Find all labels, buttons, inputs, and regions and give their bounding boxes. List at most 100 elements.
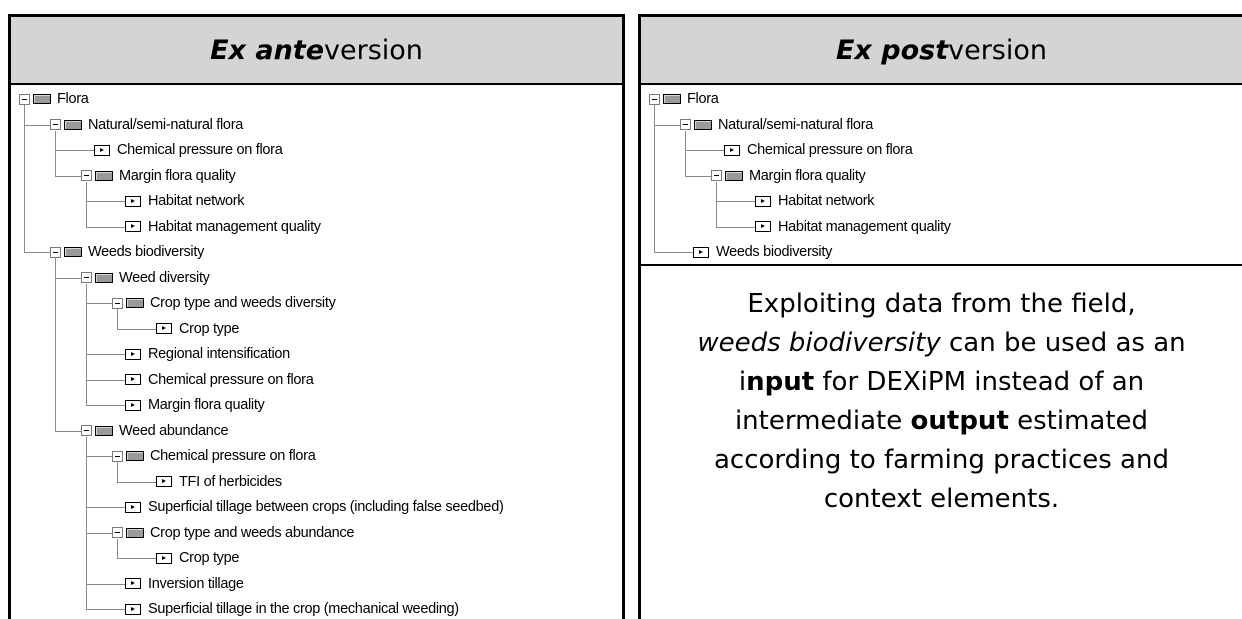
basic-attribute-icon: [125, 603, 141, 615]
tree-node-weeds-biodiversity[interactable]: Weeds biodiversity: [680, 244, 832, 260]
tree-node-habitat-management-quality[interactable]: Habitat management quality: [112, 219, 321, 235]
tree-node-margin-flora-quality[interactable]: Margin flora quality: [711, 168, 866, 184]
tree-node-label: Crop type: [179, 550, 240, 566]
basic-attribute-icon: [724, 144, 740, 156]
note-text: Exploiting data from the field,: [747, 289, 1136, 319]
tree-node-superficial-tillage-between-crops-including-false-seedbed[interactable]: Superficial tillage between crops (inclu…: [112, 499, 504, 515]
tree-node-superficial-tillage-in-the-crop-mechanical-weeding[interactable]: Superficial tillage in the crop (mechani…: [112, 601, 459, 617]
tree-connector: [24, 124, 50, 126]
aggregate-attribute-icon: [663, 94, 681, 104]
tree-node-label: Crop type and weeds abundance: [150, 524, 355, 541]
note-text: intermediate: [734, 406, 911, 436]
collapse-toggle-icon[interactable]: [19, 93, 30, 105]
tree-node-natural-semi-natural-flora[interactable]: Natural/semi-natural flora: [680, 117, 873, 133]
tree-node-label: Margin flora quality: [749, 167, 866, 184]
collapse-toggle-icon[interactable]: [112, 450, 123, 462]
tree-connector: [716, 181, 717, 227]
tree-node-label: Weed diversity: [119, 269, 210, 286]
basic-attribute-icon: [125, 195, 141, 207]
tree-node-tfi-of-herbicides[interactable]: TFI of herbicides: [143, 474, 282, 490]
note-line: context elements.: [641, 480, 1242, 519]
note-text: i: [738, 367, 747, 397]
tree-node-natural-semi-natural-flora[interactable]: Natural/semi-natural flora: [50, 117, 243, 133]
tree-connector: [654, 252, 693, 253]
tree-node-habitat-network[interactable]: Habitat network: [742, 193, 875, 209]
collapse-toggle-icon[interactable]: [81, 425, 92, 436]
tree-node-label: Inversion tillage: [148, 575, 244, 592]
tree-node-label: Habitat management quality: [778, 218, 951, 235]
tree-node-regional-intensification[interactable]: Regional intensification: [112, 346, 290, 362]
title-emphasis: Ex post: [835, 34, 949, 66]
tree-node-chemical-pressure-on-flora[interactable]: Chemical pressure on flora: [711, 142, 913, 158]
tree-node-weed-diversity[interactable]: Weed diversity: [81, 270, 210, 286]
collapse-toggle-icon[interactable]: [81, 272, 92, 283]
tree-connector: [55, 430, 81, 432]
title-emphasis: Ex ante: [210, 34, 325, 66]
tree-connector: [24, 105, 25, 252]
note-text: according to farming practices and: [714, 445, 1169, 475]
tree-connector: [117, 462, 118, 482]
tree-node-margin-flora-quality[interactable]: Margin flora quality: [112, 397, 265, 413]
basic-attribute-icon: [755, 221, 771, 232]
tree-connector: [55, 150, 94, 151]
tree-node-crop-type-and-weeds-abundance[interactable]: Crop type and weeds abundance: [112, 525, 354, 541]
tree-connector: [86, 456, 112, 457]
tree-connector: [117, 538, 118, 558]
tree-node-label: Habitat network: [778, 193, 875, 209]
tree-connector: [55, 175, 81, 177]
basic-attribute-icon: [94, 144, 110, 156]
tree-node-flora[interactable]: Flora: [19, 91, 89, 107]
tree-connector: [55, 130, 56, 176]
collapse-toggle-icon[interactable]: [112, 297, 123, 309]
tree-node-habitat-network[interactable]: Habitat network: [112, 193, 245, 209]
tree-node-weeds-biodiversity[interactable]: Weeds biodiversity: [50, 244, 204, 260]
aggregate-attribute-icon: [95, 272, 113, 283]
tree-node-label: Chemical pressure on flora: [747, 142, 913, 158]
collapse-toggle-icon[interactable]: [81, 170, 92, 181]
collapse-toggle-icon[interactable]: [680, 119, 691, 130]
tree-node-crop-type-and-weeds-diversity[interactable]: Crop type and weeds diversity: [112, 295, 336, 311]
collapse-toggle-icon[interactable]: [711, 170, 722, 181]
tree-node-crop-type[interactable]: Crop type: [143, 321, 239, 337]
tree-node-inversion-tillage[interactable]: Inversion tillage: [112, 576, 244, 592]
tree-node-weed-abundance[interactable]: Weed abundance: [81, 423, 229, 439]
tree-connector: [685, 150, 724, 151]
tree-connector: [117, 328, 156, 330]
tree-connector: [86, 354, 125, 355]
tree-node-crop-type[interactable]: Crop type: [143, 550, 239, 566]
collapse-toggle-icon[interactable]: [112, 527, 123, 538]
aggregate-attribute-icon: [694, 119, 712, 130]
tree-connector: [86, 303, 112, 304]
tree-connector: [117, 558, 156, 559]
title-rest: version: [324, 34, 423, 66]
note-text: for DEXiPM instead of an: [814, 367, 1145, 397]
tree-node-label: Regional intensification: [148, 346, 290, 362]
tree-node-chemical-pressure-on-flora[interactable]: Chemical pressure on flora: [112, 372, 314, 388]
tree-node-label: Weeds biodiversity: [88, 244, 205, 260]
tree-node-margin-flora-quality[interactable]: Margin flora quality: [81, 168, 236, 184]
tree-connector: [654, 105, 655, 252]
tree-connector: [86, 226, 125, 228]
tree-node-label: TFI of herbicides: [179, 473, 282, 490]
explanation-note: Exploiting data from the field, weeds bi…: [641, 285, 1242, 519]
tree-node-chemical-pressure-on-flora[interactable]: Chemical pressure on flora: [81, 142, 283, 158]
basic-attribute-icon: [125, 221, 141, 232]
basic-attribute-icon: [755, 195, 771, 207]
tree-node-label: Flora: [57, 91, 89, 107]
note-line: intermediate output estimated: [641, 402, 1242, 441]
collapse-toggle-icon[interactable]: [50, 246, 61, 258]
collapse-toggle-icon[interactable]: [649, 93, 660, 105]
collapse-toggle-icon[interactable]: [50, 119, 61, 130]
tree-node-label: Chemical pressure on flora: [150, 448, 316, 464]
tree-node-chemical-pressure-on-flora[interactable]: Chemical pressure on flora: [112, 448, 316, 464]
aggregate-attribute-icon: [64, 247, 82, 257]
tree-node-flora[interactable]: Flora: [649, 91, 719, 107]
tree-node-habitat-management-quality[interactable]: Habitat management quality: [742, 219, 951, 235]
tree-connector: [86, 532, 112, 534]
note-bold-text: output: [910, 406, 1009, 436]
